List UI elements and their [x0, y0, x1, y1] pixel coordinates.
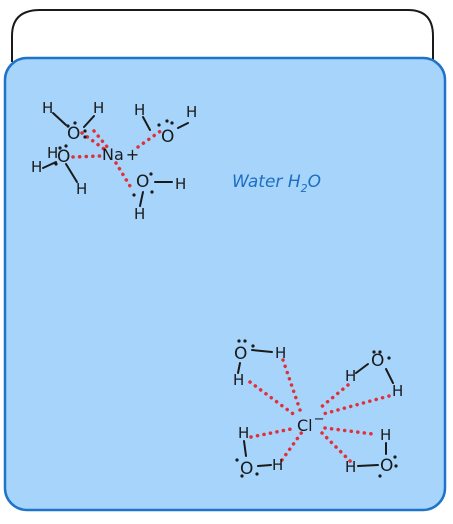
hydrogen-atom: H — [47, 144, 58, 162]
lone-pair-dot — [58, 146, 62, 150]
lone-pair-dot — [237, 339, 241, 343]
lone-pair-dot — [83, 135, 87, 139]
oxygen-atom: O — [57, 147, 70, 167]
water-label: Water H2O — [232, 172, 321, 195]
hydrogen-bond — [321, 394, 391, 416]
covalent-bond — [251, 349, 273, 353]
lone-pair-dot — [243, 339, 247, 343]
hydrogen-bond — [80, 131, 106, 151]
chloride-ion: Cl− — [297, 412, 325, 435]
lone-pair-dot — [83, 129, 87, 133]
covalent-bond — [177, 122, 189, 129]
water-body — [3, 56, 447, 512]
hydrogen-atom: H — [134, 205, 145, 223]
lone-pair-dot — [132, 193, 136, 197]
chloride-hydration-shell: Cl− O H H O H H H O H H H O — [233, 339, 403, 479]
hydrogen-atom: H — [238, 424, 249, 442]
lone-pair-dot — [378, 474, 382, 478]
covalent-bond — [355, 363, 369, 374]
lone-pair-dot — [378, 350, 382, 354]
hydrogen-bond — [323, 426, 375, 436]
hydrogen-bond — [281, 358, 302, 412]
hydrogen-atom: H — [76, 180, 87, 198]
hydrogen-bond — [71, 154, 103, 159]
sodium-ion: Na+ — [102, 145, 139, 164]
covalent-bond — [142, 116, 151, 131]
lone-pair-dot — [165, 119, 169, 123]
lone-pair-dot — [150, 190, 154, 194]
lone-pair-dot — [394, 464, 398, 468]
lone-pair-dot — [157, 123, 161, 127]
hydrogen-bond — [114, 161, 135, 193]
oxygen-atom: O — [67, 124, 80, 144]
hydrogen-atom: H — [345, 367, 356, 385]
covalent-bond — [42, 161, 57, 169]
oxygen-atom: O — [234, 344, 247, 364]
hydrogen-atom: H — [31, 158, 42, 176]
covalent-bond — [243, 440, 247, 457]
hydrogen-atom: H — [42, 99, 53, 117]
lone-pair-dot — [387, 356, 391, 360]
covalent-bond — [257, 464, 272, 467]
hydrogen-atom: H — [392, 382, 403, 400]
hydrogen-atom: H — [345, 458, 356, 476]
covalent-bond — [65, 163, 78, 183]
oxygen-atom: O — [371, 351, 384, 371]
lone-pair-dot — [54, 162, 58, 166]
hydrogen-bond — [320, 431, 355, 466]
lone-pair-dot — [251, 344, 255, 348]
sodium-hydration-shell: H H O H H H O Na+ H H O O H H — [31, 99, 197, 223]
hydrogen-atom: H — [380, 426, 391, 444]
hydrogen-atom: H — [175, 175, 186, 193]
hydrogen-bond — [92, 129, 110, 150]
oxygen-atom: O — [240, 459, 253, 479]
lone-pair-dot — [66, 124, 70, 128]
covalent-bond — [357, 464, 379, 467]
covalent-bond — [385, 368, 394, 384]
hydrogen-atom: H — [134, 101, 145, 119]
covalent-bond — [83, 115, 95, 128]
lone-pair-dot — [372, 350, 376, 354]
hydrogen-atom: H — [93, 99, 104, 117]
lone-pair-dot — [170, 121, 174, 125]
hydrogen-bond — [136, 128, 164, 149]
hydrogen-bond — [248, 380, 298, 418]
beaker-outline — [11, 9, 434, 62]
hydrogen-atom: H — [233, 371, 244, 389]
lone-pair-dot — [235, 458, 239, 462]
hydrogen-bond — [249, 426, 298, 439]
hydrogen-bond — [318, 383, 350, 410]
lone-pair-dot — [255, 472, 259, 476]
oxygen-atom: O — [380, 456, 393, 476]
lone-pair-dot — [240, 474, 244, 478]
hydrogen-bond — [280, 430, 304, 462]
hydrogen-atom: H — [275, 344, 286, 362]
lone-pair-dot — [393, 455, 397, 459]
oxygen-atom: O — [136, 172, 149, 192]
covalent-bond — [237, 362, 241, 374]
lone-pair-dot — [64, 144, 68, 148]
lone-pair-dot — [149, 172, 153, 176]
covalent-bond — [139, 191, 144, 207]
hydrogen-atom: H — [272, 456, 283, 474]
covalent-bond — [52, 112, 67, 126]
hydrogen-atom: H — [186, 103, 197, 121]
oxygen-atom: O — [161, 127, 174, 147]
lone-pair-dot — [73, 121, 77, 125]
